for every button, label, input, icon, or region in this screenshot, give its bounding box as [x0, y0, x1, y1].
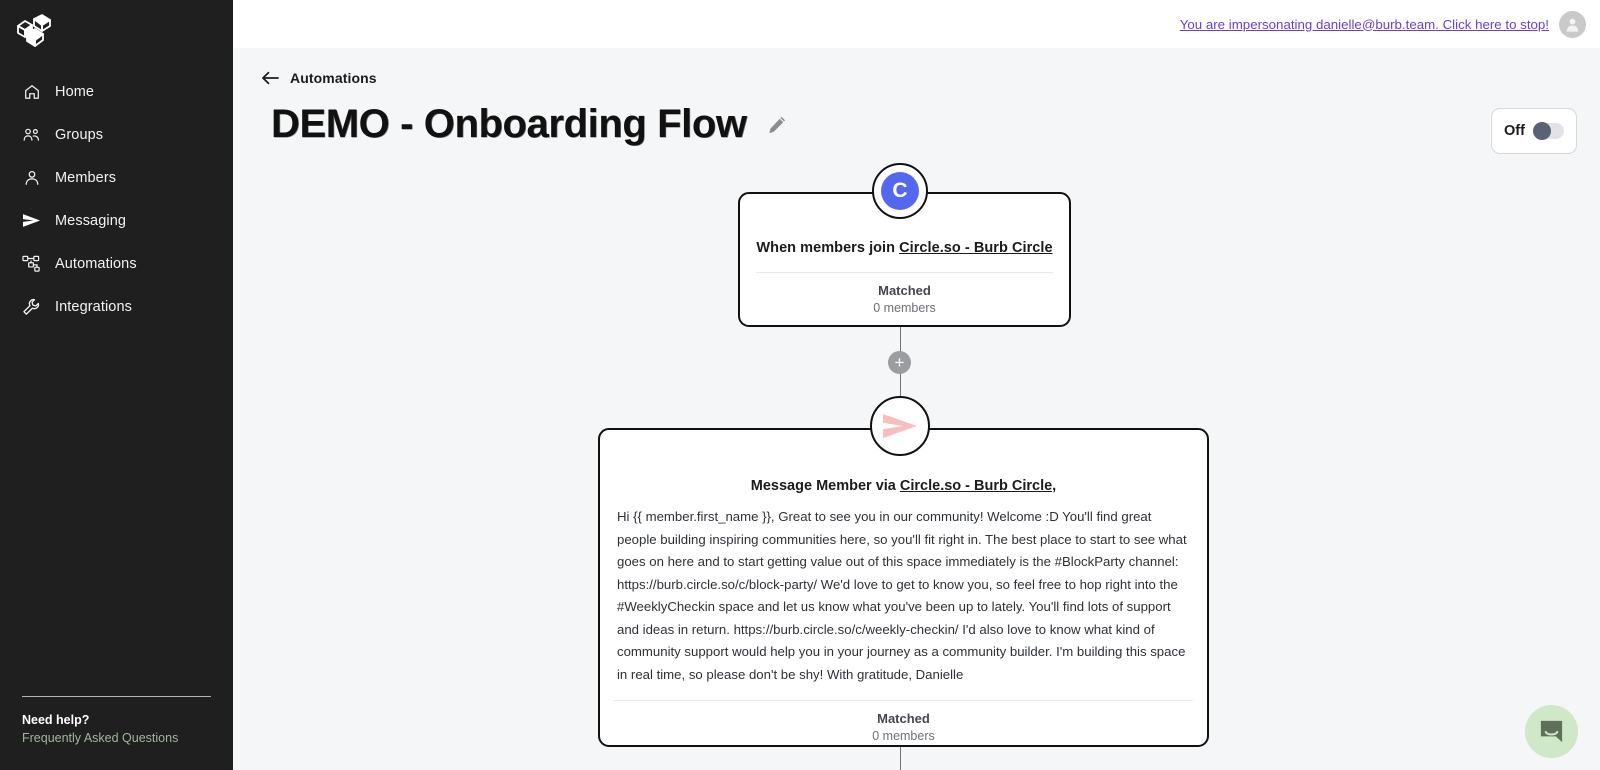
- send-icon: [883, 414, 917, 438]
- sidebar-item-label: Groups: [55, 126, 104, 143]
- faq-link[interactable]: Frequently Asked Questions: [22, 731, 179, 746]
- pencil-icon: [768, 116, 785, 133]
- groups-icon: [22, 125, 41, 144]
- automations-icon: [22, 254, 41, 273]
- chat-bubble-icon: [1540, 720, 1563, 743]
- automation-flow-canvas: C When members join Circle.so - Burb Cir…: [233, 48, 1600, 770]
- toggle-label: Off: [1504, 123, 1525, 139]
- sidebar-item-label: Home: [55, 83, 95, 100]
- message-body-text: Hi {{ member.first_name }}, Great to see…: [617, 509, 1187, 682]
- trigger-headline-prefix: When members join: [756, 240, 900, 256]
- message-headline: Message Member via Circle.so - Burb Circ…: [600, 430, 1207, 494]
- trigger-headline: When members join Circle.so - Burb Circl…: [740, 194, 1069, 256]
- automation-status-toggle[interactable]: Off: [1491, 108, 1577, 154]
- message-headline-prefix: Message Member via: [750, 478, 900, 494]
- matched-label: Matched: [877, 711, 930, 726]
- breadcrumb[interactable]: Automations: [233, 48, 377, 86]
- circle-logo-icon: C: [881, 172, 919, 210]
- sidebar-item-label: Integrations: [55, 298, 132, 315]
- help-title: Need help?: [22, 712, 90, 727]
- connector-line: [899, 747, 902, 770]
- sidebar-item-messaging[interactable]: Messaging: [0, 199, 233, 242]
- user-avatar-icon: [1566, 18, 1579, 32]
- sidebar-item-label: Automations: [55, 255, 137, 272]
- wrench-icon: [22, 297, 41, 316]
- breadcrumb-label: Automations: [290, 70, 377, 86]
- sidebar-item-automations[interactable]: Automations: [0, 242, 233, 285]
- divider: [756, 272, 1053, 273]
- top-bar: You are impersonating danielle@burb.team…: [233, 0, 1600, 48]
- send-icon: [22, 211, 41, 230]
- plus-icon: +: [894, 353, 905, 372]
- back-arrow-icon: [262, 71, 279, 85]
- trigger-source-link[interactable]: Circle.so - Burb Circle: [899, 240, 1053, 256]
- sidebar-item-integrations[interactable]: Integrations: [0, 285, 233, 328]
- app-logo[interactable]: [0, 0, 233, 62]
- avatar[interactable]: [1559, 10, 1586, 38]
- toggle-knob: [1532, 122, 1551, 140]
- sidebar-item-label: Members: [55, 169, 117, 186]
- message-node-badge[interactable]: [870, 396, 930, 456]
- sidebar-item-groups[interactable]: Groups: [0, 113, 233, 156]
- matched-label: Matched: [878, 283, 931, 298]
- sidebar: Home Groups: [0, 0, 233, 770]
- title-row: DEMO - Onboarding Flow: [233, 86, 1600, 147]
- toggle-track[interactable]: [1532, 122, 1564, 140]
- sidebar-nav: Home Groups: [0, 70, 233, 328]
- matched-count: 0 members: [873, 301, 936, 315]
- page-title: DEMO - Onboarding Flow: [271, 102, 747, 146]
- sidebar-help-section: Need help? Frequently Asked Questions: [0, 682, 233, 770]
- sidebar-item-members[interactable]: Members: [0, 156, 233, 199]
- sidebar-item-home[interactable]: Home: [0, 70, 233, 113]
- impersonation-notice-link[interactable]: You are impersonating danielle@burb.team…: [1179, 16, 1549, 32]
- add-step-button[interactable]: +: [888, 351, 911, 374]
- divider: [22, 695, 211, 697]
- edit-title-button[interactable]: [767, 115, 787, 135]
- message-destination-link[interactable]: Circle.so - Burb Circle,: [899, 478, 1057, 494]
- home-icon: [22, 82, 41, 101]
- chat-support-button[interactable]: [1525, 705, 1578, 758]
- message-node-card[interactable]: Message Member via Circle.so - Burb Circ…: [598, 428, 1209, 747]
- matched-count: 0 members: [872, 729, 935, 743]
- burb-logo-icon: [17, 14, 51, 47]
- sidebar-item-label: Messaging: [55, 212, 127, 229]
- trigger-node-badge[interactable]: C: [872, 163, 928, 219]
- divider: [614, 700, 1193, 701]
- member-icon: [22, 168, 41, 187]
- main-content: You are impersonating danielle@burb.team…: [233, 0, 1600, 770]
